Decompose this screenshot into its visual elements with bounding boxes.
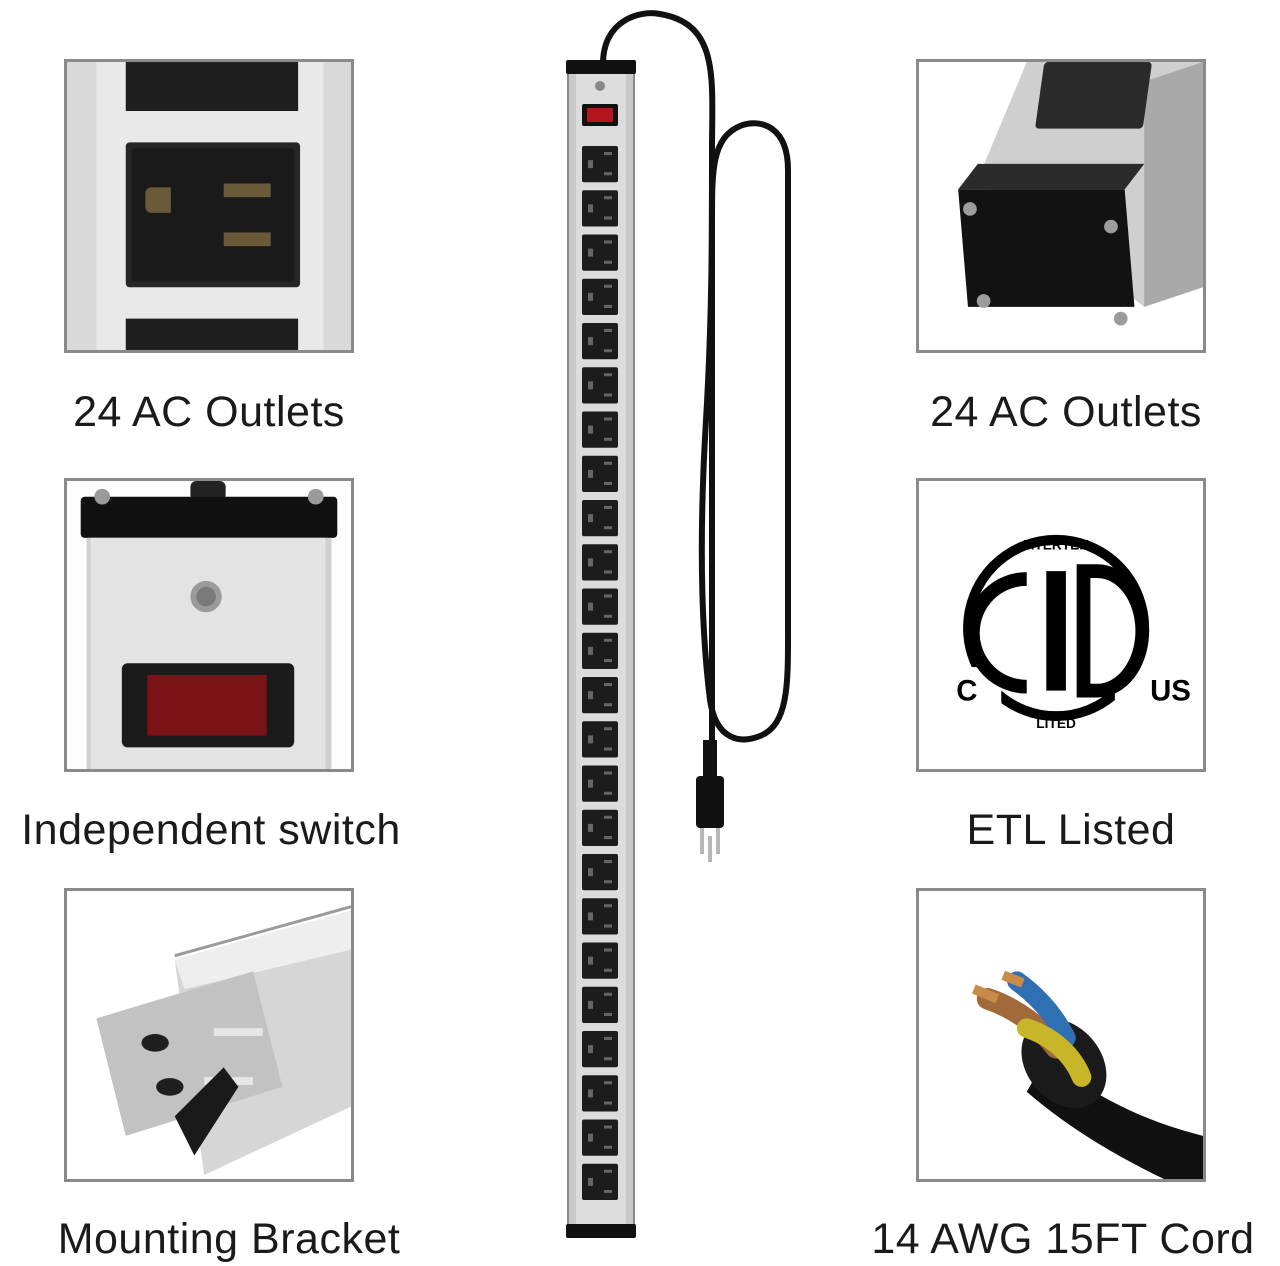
- switch-closeup-panel: [64, 478, 354, 772]
- outlet-closeup-panel: [64, 59, 354, 353]
- outlet: [582, 190, 618, 227]
- outlet: [582, 500, 618, 537]
- outlet: [582, 632, 618, 669]
- outlet: [582, 234, 618, 271]
- caption-top-left: 24 AC Outlets: [73, 388, 345, 436]
- outlet: [582, 146, 618, 183]
- outlet: [582, 544, 618, 581]
- power-cord: [600, 10, 792, 743]
- outlet: [582, 278, 618, 315]
- cord-closeup-panel: [916, 888, 1206, 1182]
- outlet: [582, 323, 618, 360]
- end-cap-closeup-panel: [916, 59, 1206, 353]
- etl-logo: MTERTEN LITED C US: [919, 481, 1203, 769]
- power-switch: [582, 104, 618, 126]
- outlet: [582, 986, 618, 1023]
- caption-bottom-left: Mounting Bracket: [57, 1215, 401, 1263]
- caption-middle-right: ETL Listed: [966, 806, 1176, 854]
- outlet: [582, 455, 618, 492]
- outlet: [582, 942, 618, 979]
- outlet: [582, 854, 618, 891]
- outlet: [582, 588, 618, 625]
- outlet: [582, 411, 618, 448]
- caption-top-right: 24 AC Outlets: [930, 388, 1202, 436]
- bracket-closeup-image: [67, 891, 351, 1179]
- etl-logo-right-text: US: [1150, 674, 1191, 707]
- outlet: [582, 1031, 618, 1068]
- outlet: [582, 1119, 618, 1156]
- outlet: [582, 367, 618, 404]
- caption-bottom-right: 14 AWG 15FT Cord: [871, 1215, 1255, 1263]
- end-cap-closeup-image: [919, 62, 1203, 350]
- outlet-closeup-image: [67, 62, 351, 350]
- outlet: [582, 1075, 618, 1112]
- outlet: [582, 677, 618, 714]
- cord-closeup-image: [919, 891, 1203, 1179]
- bracket-closeup-panel: [64, 888, 354, 1182]
- outlet: [582, 765, 618, 802]
- etl-logo-left-text: C: [956, 674, 977, 707]
- outlet: [582, 1163, 618, 1200]
- etl-logo-panel: MTERTEN LITED C US: [916, 478, 1206, 772]
- switch-closeup-image: [67, 481, 351, 769]
- outlet: [582, 809, 618, 846]
- outlet: [582, 721, 618, 758]
- etl-logo-top-text: MTERTEN: [1023, 538, 1089, 553]
- caption-middle-left: Independent switch: [21, 806, 401, 854]
- outlet: [582, 898, 618, 935]
- power-plug: [696, 776, 724, 828]
- power-strip-body: [567, 63, 635, 1233]
- etl-logo-bottom-text: LITED: [1036, 716, 1076, 731]
